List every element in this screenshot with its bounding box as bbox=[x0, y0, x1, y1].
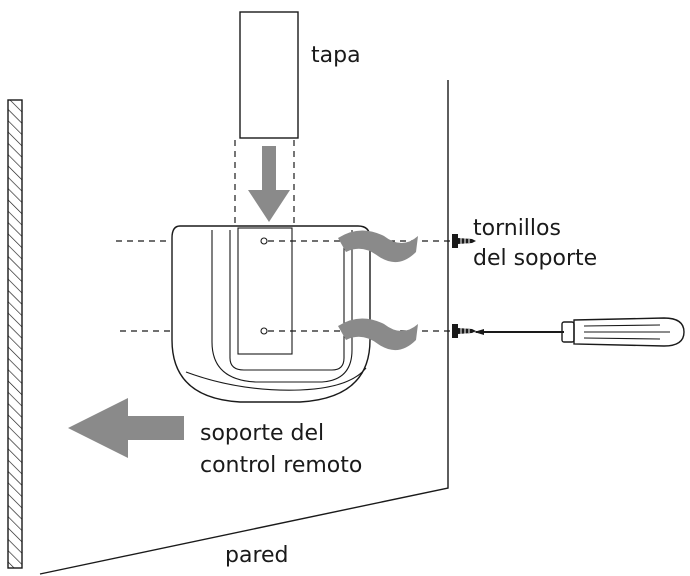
screw-icon-top bbox=[452, 234, 476, 248]
rotation-arrow-icon-bottom bbox=[338, 318, 418, 351]
remote-holder bbox=[171, 225, 371, 403]
holder-label-line2: control remoto bbox=[200, 453, 362, 478]
down-arrow-icon bbox=[248, 146, 290, 222]
screws-label-line2: del soporte bbox=[473, 246, 597, 271]
wall-panel bbox=[39, 80, 449, 575]
screw-icon-bottom bbox=[452, 324, 476, 338]
rotation-arrow-icon-top bbox=[338, 230, 418, 263]
holder-label-line1: soporte del bbox=[200, 421, 324, 446]
wall-hatch bbox=[7, 99, 23, 569]
wall-label: pared bbox=[225, 543, 289, 568]
screws-label-line1: tornillos bbox=[473, 216, 561, 241]
cover-label: tapa bbox=[311, 43, 361, 68]
left-arrow-icon bbox=[68, 398, 184, 458]
cover-plate bbox=[239, 11, 299, 139]
screwdriver-icon bbox=[474, 317, 685, 347]
